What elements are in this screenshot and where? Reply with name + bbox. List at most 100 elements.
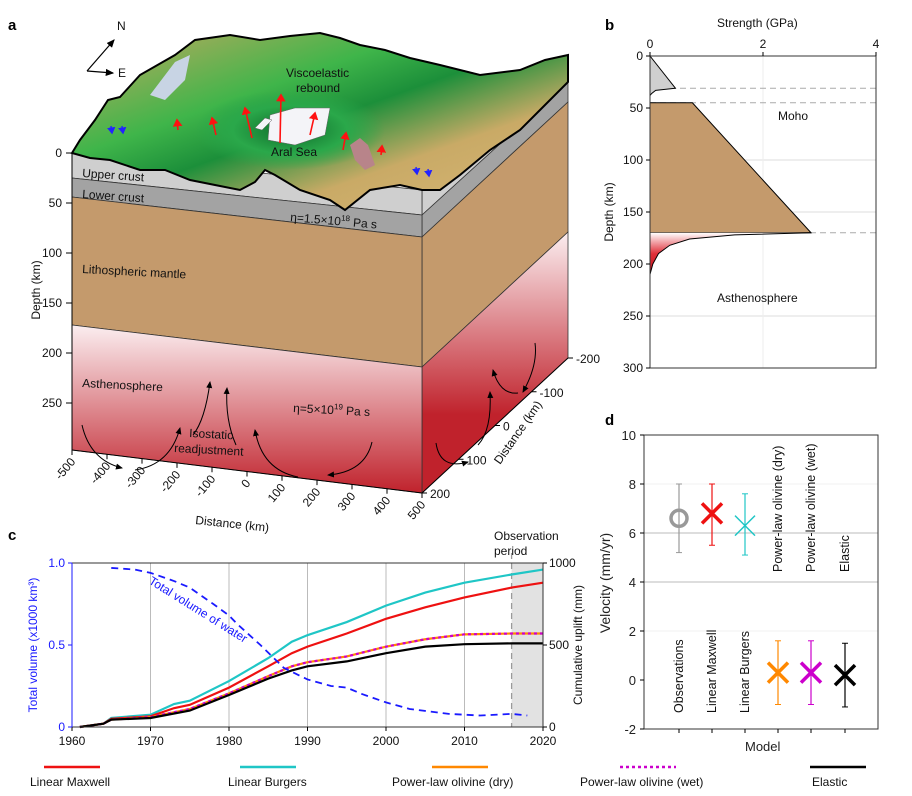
x-tick-label: 1960 [59, 734, 86, 748]
x-tick-label: 2010 [451, 734, 478, 748]
rebound-arrows [172, 93, 387, 156]
x-tick-label: 1980 [216, 734, 243, 748]
flow-arrow [253, 429, 299, 478]
depth-tick-label: 0 [55, 146, 62, 160]
category-label: Observations [672, 639, 686, 713]
series-line-linear-burgers [79, 568, 544, 729]
compass-e: E [118, 66, 126, 80]
y-tick-label: -200 [576, 352, 600, 366]
x-tick-label: 2 [760, 37, 767, 51]
x-distance-label: Distance (km) [195, 513, 270, 535]
x-tick-label: -500 [52, 455, 78, 483]
left-y-tick-label: 1.0 [48, 556, 65, 570]
uplift-arrow [340, 131, 350, 151]
y-tick-label: 4 [629, 575, 636, 590]
series-line-elastic [79, 642, 543, 729]
depth-axis-label-b: Depth (km) [602, 182, 616, 241]
category-label: Power-law olivine (dry) [771, 446, 785, 572]
legend-label: Linear Burgers [228, 775, 307, 789]
subsidence-arrow [107, 125, 116, 135]
eta-unit: Pa s [349, 215, 377, 231]
panel-label-c: c [8, 527, 16, 544]
x-tick-label: 100 [265, 480, 289, 505]
category-label: Elastic [838, 535, 852, 572]
legend-label: Power-law olivine (wet) [580, 775, 703, 789]
model-axis-label: Model [745, 739, 781, 754]
y-tick-label: 150 [623, 205, 643, 219]
lake-water [150, 55, 190, 100]
y-tick-label: 200 [430, 487, 450, 501]
marker-3 [766, 661, 790, 684]
y-tick-label: 200 [623, 257, 643, 271]
aral-sea-water-west [254, 117, 273, 131]
right-y-tick-label: 0 [549, 720, 556, 734]
crust-viscosity-label: η=1.5×1018 Pa s [290, 209, 378, 232]
y-tick-label: 100 [467, 453, 487, 467]
depth-tick-label: 50 [49, 196, 63, 210]
subsidence-arrow [412, 166, 421, 176]
asthenosphere-strength-curve [649, 232, 812, 275]
x-tick-label: -200 [157, 468, 183, 496]
marker-5 [833, 663, 857, 687]
uplift-arrow [376, 144, 387, 156]
legend-label: Elastic [812, 775, 847, 789]
x-tick-label: 400 [370, 493, 394, 518]
marker-4 [799, 661, 823, 684]
category-label: Power-law olivine (wet) [804, 443, 818, 572]
subsidence-arrow [424, 168, 433, 178]
right-y-tick-label: 500 [549, 638, 569, 652]
compass-n: N [117, 19, 126, 33]
uplift-arrow [276, 93, 286, 144]
marker-0 [669, 508, 689, 529]
depth-tick-label: 200 [42, 346, 62, 360]
y-tick-label: 50 [630, 101, 644, 115]
x-tick-label: 1990 [294, 734, 321, 748]
north-arrow-icon [86, 39, 115, 72]
water-annotation: Total volume of water [146, 574, 250, 646]
mountain-peak [350, 138, 375, 170]
rebound-label-2: rebound [296, 81, 340, 95]
asthenosphere-label: Asthenosphere [82, 376, 164, 394]
observation-label-2: period [494, 544, 527, 558]
marker-1 [700, 502, 724, 525]
x-tick-label: 2020 [530, 734, 557, 748]
x-tick-label: 2000 [373, 734, 400, 748]
y-tick-label: 100 [623, 153, 643, 167]
series-line-power-law-olivine-dry- [79, 632, 543, 729]
right-y-tick-label: 1000 [549, 556, 576, 570]
y-axis-line [421, 357, 569, 494]
right-axis-label: Cumulative uplift (mm) [571, 585, 585, 705]
lower-crust-label: Lower crust [82, 187, 146, 205]
flow-arrow [435, 442, 469, 467]
strength-axis-title: Strength (GPa) [717, 16, 798, 30]
upper-crust-label: Upper crust [82, 166, 146, 184]
flow-arrow [522, 342, 536, 393]
flow-arrow [477, 391, 494, 446]
y-tick-label: 250 [623, 309, 643, 323]
series-line-power-law-olivine-wet- [79, 632, 543, 729]
water-volume-line [111, 567, 528, 717]
y-tick-label: 300 [623, 361, 643, 375]
uplift-arrow [172, 118, 183, 131]
x-tick-label: 1970 [137, 734, 164, 748]
y-tick-label: 6 [629, 526, 636, 541]
y-tick-label: 0 [503, 420, 510, 434]
eta-base: η=1.5×10 [290, 210, 342, 228]
flow-arrow [134, 427, 182, 471]
eta-base: η=5×10 [293, 401, 335, 417]
left-y-tick-label: 0 [58, 720, 65, 734]
y-tick-label: 0 [629, 673, 636, 688]
upper-crust-strength [649, 54, 677, 97]
x-axis-line [71, 449, 423, 494]
x-tick-label: 500 [405, 498, 429, 523]
y-tick-label: 10 [622, 428, 636, 443]
east-arrow-icon [86, 68, 115, 77]
legend-label: Power-law olivine (dry) [392, 775, 513, 789]
flow-arrow [491, 369, 519, 394]
observation-label-1: Observation [494, 529, 559, 543]
